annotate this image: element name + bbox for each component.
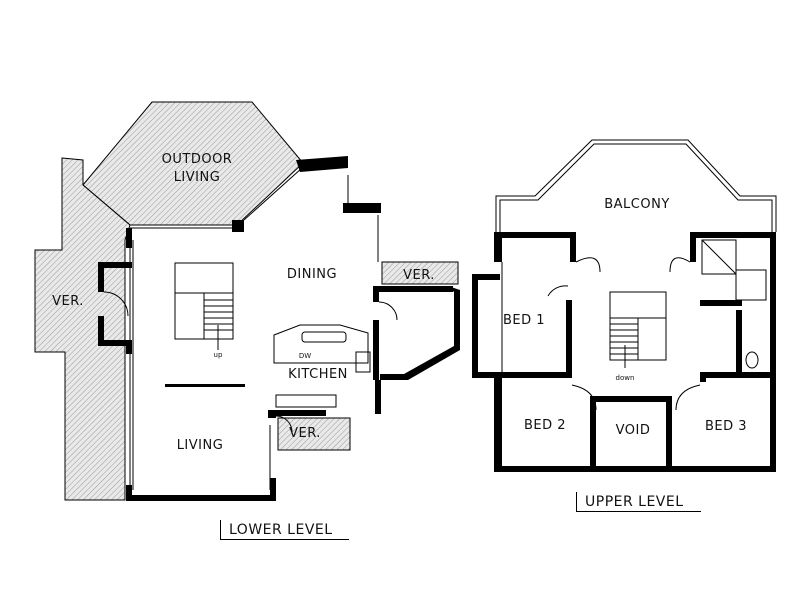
- dining-label: DINING: [287, 267, 337, 282]
- upper-level-caption: UPPER LEVEL: [576, 492, 701, 512]
- outdoor-living-label-line2: LIVING: [174, 170, 221, 185]
- bed1-label: BED 1: [503, 313, 545, 328]
- bed3-label: BED 3: [705, 419, 747, 434]
- ver-right-label: VER.: [403, 268, 435, 283]
- lower-level-caption: LOWER LEVEL: [220, 520, 349, 540]
- right-verandah-deck: [381, 261, 459, 285]
- up-annotation: up: [214, 351, 223, 359]
- left-verandah-deck: [34, 157, 131, 501]
- bed2-label: BED 2: [524, 418, 566, 433]
- void-label: VOID: [616, 423, 651, 438]
- ver-bottom-label: VER.: [289, 426, 321, 441]
- living-label: LIVING: [177, 438, 224, 453]
- lower-level-plan: [34, 101, 460, 501]
- outdoor-living-label-line1: OUTDOOR: [162, 152, 233, 167]
- ver-left-label: VER.: [52, 294, 84, 309]
- down-annotation: down: [616, 374, 635, 382]
- dw-annotation: DW: [299, 352, 311, 360]
- balcony-label: BALCONY: [604, 197, 670, 212]
- kitchen-label: KITCHEN: [288, 367, 348, 382]
- upper-level-plan: [472, 139, 777, 472]
